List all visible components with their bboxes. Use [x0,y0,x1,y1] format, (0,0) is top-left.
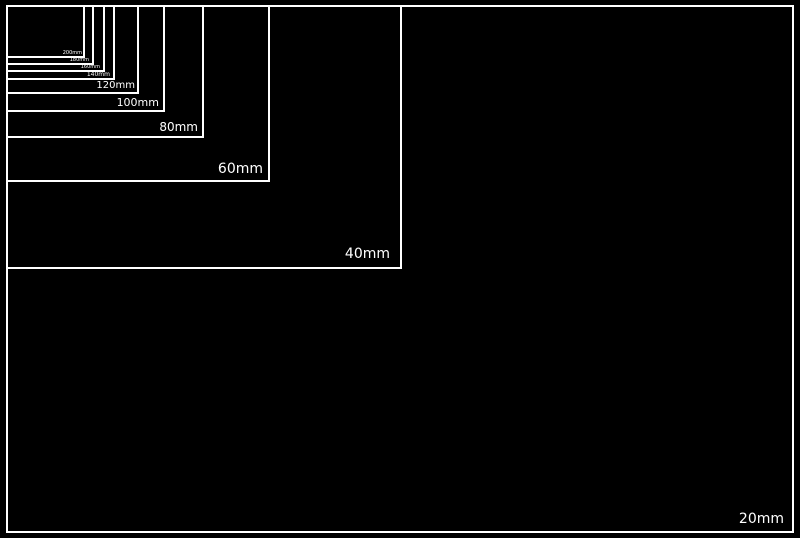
frame-200mm: 200mm [6,5,85,58]
frame-label-80mm: 80mm [159,120,198,134]
frame-label-60mm: 60mm [217,161,263,177]
frame-label-160mm: 160mm [80,64,100,70]
frame-label-100mm: 100mm [116,96,159,109]
frame-label-180mm: 180mm [69,57,89,63]
frame-label-140mm: 140mm [86,71,110,78]
frame-label-120mm: 120mm [96,80,135,91]
frame-label-40mm: 40mm [344,246,390,262]
frame-label-20mm: 20mm [738,511,784,527]
frame-label-200mm: 200mm [62,50,82,56]
